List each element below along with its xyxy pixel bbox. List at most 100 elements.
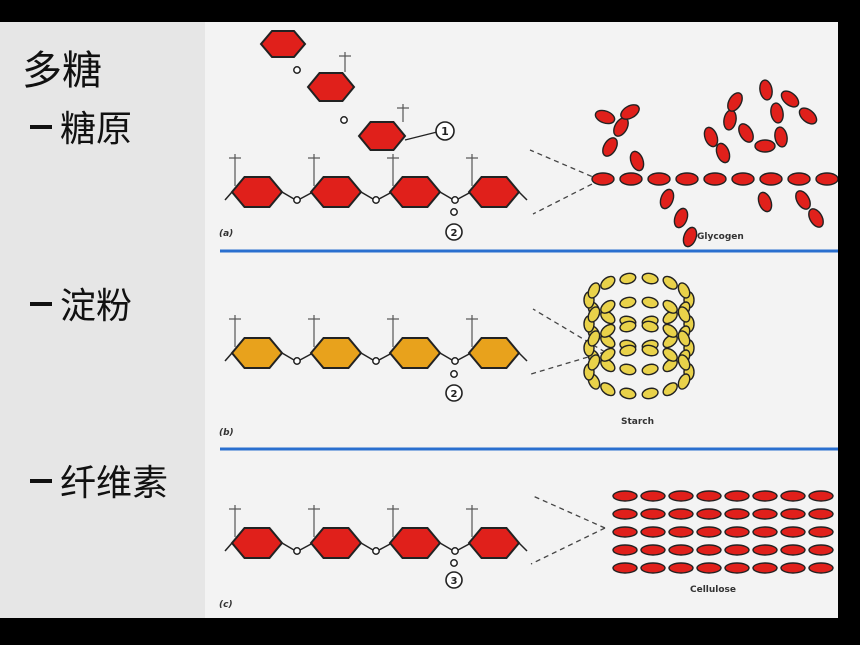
glucose-bead [738,123,754,143]
glucose-bead [612,562,638,574]
glucose-bead [640,490,666,502]
glucose-bead [668,508,694,520]
glucose-bead [724,562,750,574]
oxygen-atom [451,547,459,555]
glucose-bead [677,373,691,390]
panel-tag: (b) [219,428,234,438]
bond-line [281,352,295,361]
bond-line [224,352,233,362]
glucose-bead [759,79,773,101]
glucose-bead [662,275,678,290]
glucose-bead [600,382,616,397]
cellulose-caption: Cellulose [690,585,736,595]
bond-line [360,352,374,361]
slide-title: 多糖 [22,48,102,94]
glucose-bead [620,104,640,120]
bond-line [224,542,233,552]
glucose-bead [696,562,722,574]
diagram-svg: (a) Glycogen (b) Starch (c) Cellulose 1 … [219,30,839,610]
glucose-bead [696,508,722,520]
glucose-bead [754,139,776,153]
svg-text:2: 2 [451,389,458,400]
svg-text:3: 3 [451,576,458,587]
oxygen-atom [293,357,301,365]
oxygen-atom [372,357,380,365]
glucose-bead [703,172,727,186]
glucose-bead [752,562,778,574]
hexagon-ring-icon [309,527,363,559]
panel-tag: (c) [219,600,233,610]
glucose-bead [641,387,659,400]
glucose-bead [619,344,637,357]
hexagon-ring-icon [388,527,442,559]
bond-line [439,191,453,200]
glucose-bead [808,526,834,538]
glucose-bead [612,544,638,556]
glucose-bead [808,544,834,556]
glucose-bead [774,126,788,148]
bullet-cellulose: 纤维素 [30,454,168,506]
glucose-bead [677,354,691,371]
glucose-bead [696,544,722,556]
glucose-bead [662,323,678,338]
glucose-bead [640,562,666,574]
glucose-bead [640,526,666,538]
glucose-bead [668,562,694,574]
hexagon-ring-icon [259,30,307,58]
glucose-bead [641,296,659,309]
glucose-bead [808,208,824,228]
glucose-bead [696,526,722,538]
oxygen-atom [293,196,301,204]
glucose-bead [587,330,601,347]
glucose-bead [715,142,731,164]
glucose-bead [640,544,666,556]
bullet-glycogen: 糖原 [30,100,132,152]
glycogen-caption: Glycogen [697,232,744,242]
panel-glycogen [224,30,839,248]
hexagon-ring-icon [230,527,284,559]
oxygen-atom [372,547,380,555]
glucose-bead [780,526,806,538]
glucose-bead [752,490,778,502]
oxygen-atom [450,370,458,378]
glucose-bead [677,282,691,299]
glucose-bead [759,172,783,186]
glucose-bead [619,387,637,400]
glucose-bead [724,490,750,502]
zoom-line [529,149,601,181]
glucose-bead [724,544,750,556]
hexagon-ring-icon [388,337,442,369]
glucose-bead [594,109,616,125]
glucose-bead [612,508,638,520]
glucose-bead [619,296,637,309]
hexagon-ring-icon [309,337,363,369]
glucose-bead [780,90,800,108]
glucose-bead [808,562,834,574]
svg-text:2: 2 [451,228,458,239]
glucose-bead [641,320,659,333]
glucose-bead [770,102,784,124]
bond-line [281,191,295,200]
oxygen-atom [293,547,301,555]
zoom-line [532,495,606,529]
glucose-bead [668,544,694,556]
glucose-bead [600,299,616,314]
bond-line [224,191,233,201]
glucose-bead [731,172,755,186]
zoom-line [530,527,606,565]
circled-number-icon: 2 [445,223,463,241]
glucose-bead [724,508,750,520]
glucose-bead [619,272,637,285]
bullet-starch: 淀粉 [30,277,132,329]
glucose-bead [641,272,659,285]
glucose-bead [696,490,722,502]
circled-number-icon: 1 [435,121,455,141]
glucose-bead [795,190,811,210]
glucose-bead [780,544,806,556]
hexagon-ring-icon [309,176,363,208]
bond-line [439,352,453,361]
glucose-bead [673,207,689,229]
glucose-bead [752,526,778,538]
glucose-bead [780,508,806,520]
glucose-bead [641,363,659,376]
